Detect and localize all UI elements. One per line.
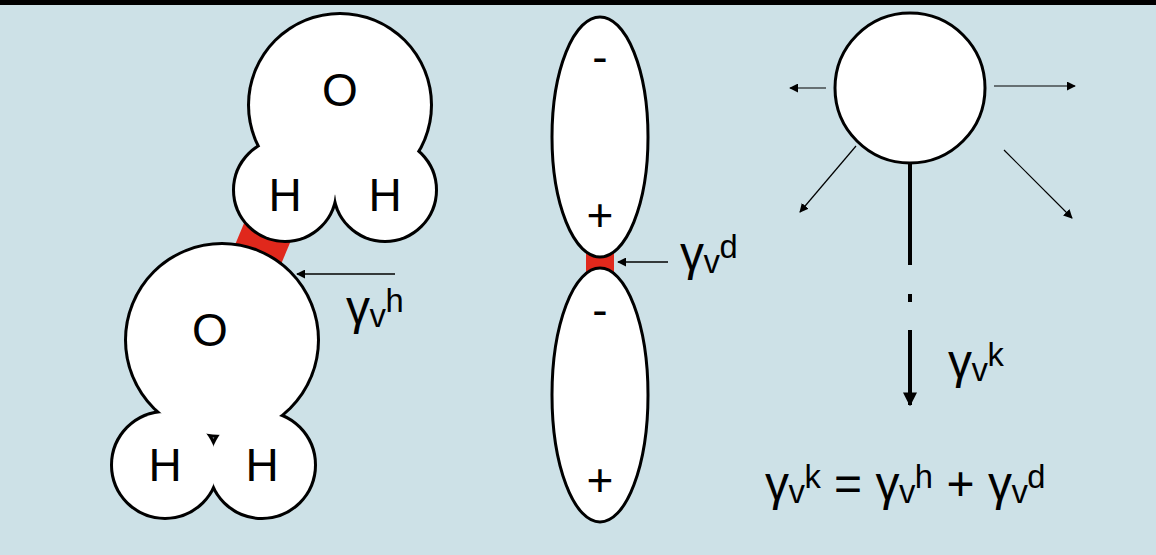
atom-symbol: H: [268, 172, 301, 218]
tension-symbol: γᵥʰ: [346, 284, 404, 332]
atom-symbol: O: [322, 67, 358, 113]
tension-arrow: [908, 330, 912, 405]
atom-outline: [127, 245, 317, 435]
tension-symbol: γᵥᵈ: [680, 230, 738, 278]
atom-fill: [113, 413, 217, 517]
node-outline: [105, 240, 320, 525]
atom-fill: [335, 140, 435, 240]
water-molecule: O H H: [105, 240, 320, 525]
leader-arrow: [297, 273, 395, 275]
water-molecule: O H H: [230, 10, 440, 245]
charge-sign: -: [592, 287, 607, 333]
atom-symbol: H: [148, 442, 181, 488]
atom-fill: [127, 245, 317, 435]
atom-outline: [210, 413, 314, 517]
force-arrow: [994, 85, 1075, 86]
dipole-ellipse: -+: [550, 15, 650, 260]
atom-symbol: H: [368, 172, 401, 218]
charge-sign: -: [592, 34, 607, 80]
atom-symbol: O: [192, 307, 228, 353]
molecule-circle: [835, 13, 985, 163]
tension-line: [908, 294, 912, 302]
atom-symbol: H: [245, 442, 278, 488]
atom-outline: [335, 140, 435, 240]
equation: γᵥᵏ = γᵥʰ + γᵥᵈ: [765, 460, 1045, 508]
tension-symbol: γᵥᵏ: [948, 338, 1004, 386]
atom-outline: [235, 140, 335, 240]
ellipse-outline: [552, 268, 648, 522]
force-arrow: [790, 87, 826, 88]
top-bar: [0, 0, 1156, 5]
node-outline: [230, 10, 440, 245]
ellipse-outline: [552, 17, 648, 257]
leader-arrow: [618, 261, 668, 263]
charge-sign: +: [587, 192, 614, 238]
force-arrow: [1004, 150, 1072, 218]
dipole-ellipse: -+: [550, 266, 650, 524]
atom-fill: [210, 413, 314, 517]
tension-line: [908, 163, 912, 265]
force-arrow: [800, 146, 856, 212]
atom-fill: [235, 140, 335, 240]
charge-sign: +: [587, 457, 614, 503]
atom-outline: [113, 413, 217, 517]
